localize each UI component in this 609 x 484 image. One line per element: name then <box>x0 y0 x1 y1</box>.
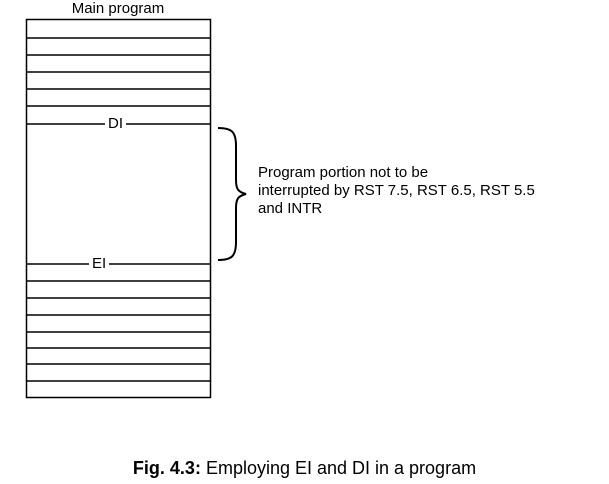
upper-instruction-rows <box>26 37 211 125</box>
figure-caption-text: Employing EI and DI in a program <box>200 458 477 478</box>
di-marker-label: DI <box>105 116 126 132</box>
lower-instruction-rows <box>26 263 211 382</box>
protected-region-annotation: Program portion not to be interrupted by… <box>258 164 588 218</box>
figure-caption: Fig. 4.3: Employing EI and DI in a progr… <box>0 457 609 479</box>
figure-caption-label: Fig. 4.3: <box>132 458 201 478</box>
annotation-line: interrupted by RST 7.5, RST 6.5, RST 5.5 <box>258 182 535 199</box>
ei-marker-label: EI <box>89 256 110 272</box>
annotation-line: Program portion not to be <box>258 164 429 181</box>
program-block <box>25 18 212 399</box>
program-title: Main program <box>71 0 165 17</box>
annotation-line: and INTR <box>258 200 323 217</box>
protected-region-brace <box>217 127 247 261</box>
